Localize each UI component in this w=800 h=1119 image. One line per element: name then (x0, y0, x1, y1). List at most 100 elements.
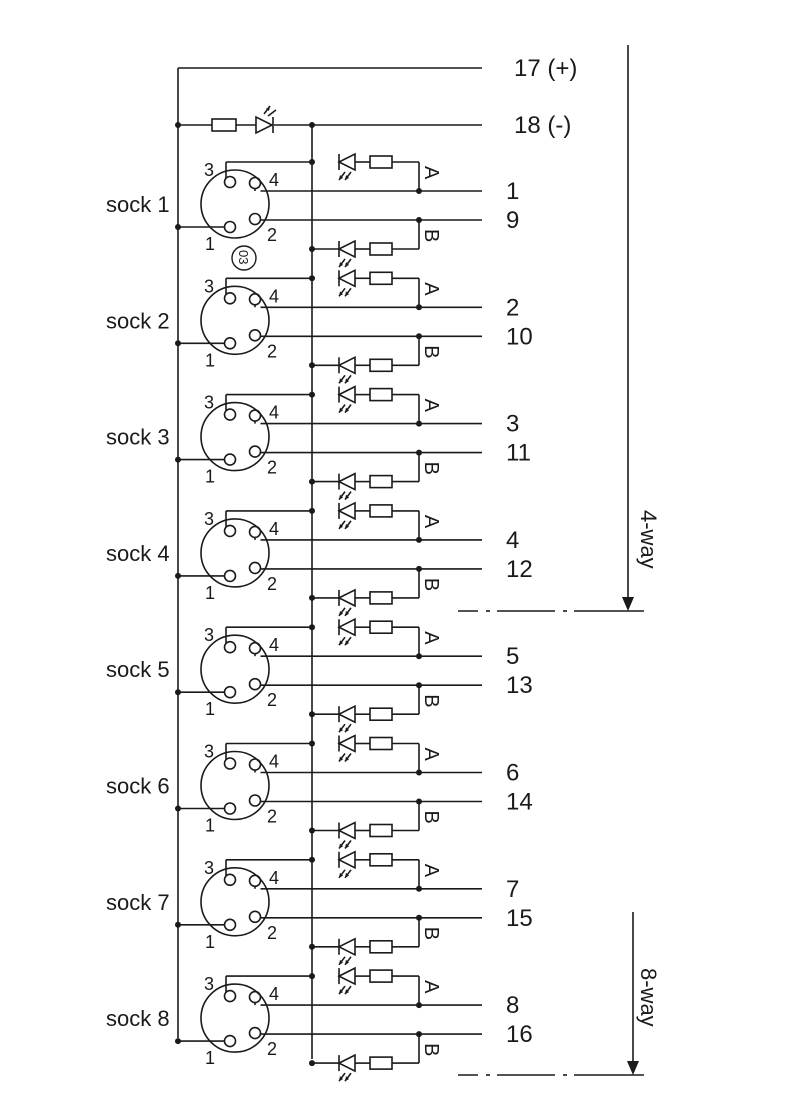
socket-4 (175, 501, 482, 617)
pin-2-label: 2 (267, 341, 277, 361)
channel-a-label: A (420, 864, 442, 878)
pin-4-icon (248, 176, 262, 190)
channel-a-label: A (420, 515, 442, 529)
junction-dot (175, 122, 181, 128)
junction-dot (309, 362, 315, 369)
connector-body-icon (200, 983, 270, 1053)
socket-label: sock 4 (106, 541, 170, 566)
pin-3-icon (223, 408, 237, 421)
junction-dot (309, 478, 315, 485)
socket-label: sock 8 (106, 1006, 170, 1031)
socket-5 (175, 617, 482, 733)
channel-a-label: A (420, 748, 442, 762)
terminal-a-label: 8 (506, 992, 519, 1019)
led-b-icon (337, 472, 356, 501)
pin-3-icon (223, 873, 237, 887)
terminal-b-label: 10 (506, 323, 533, 350)
pin-3-icon (223, 640, 237, 654)
socket-6 (175, 734, 482, 849)
led-b-icon (337, 356, 356, 384)
pin-4-label: 4 (269, 635, 279, 655)
led-b-icon (337, 937, 356, 966)
pin-1-icon (223, 918, 237, 932)
pin-4-icon (248, 990, 262, 1004)
eight-way-marker (458, 912, 644, 1076)
socket-3 (175, 385, 482, 501)
junction-dot (309, 827, 315, 834)
connector-body-icon (200, 169, 270, 239)
pin-2-icon (248, 1026, 262, 1040)
pin-3-label: 3 (204, 974, 214, 994)
junction-dot (175, 224, 181, 230)
pin-1-icon (223, 453, 237, 466)
pin-4-icon (248, 758, 262, 771)
junction-dot (309, 275, 315, 282)
eight-way-label: 8-way (636, 968, 661, 1027)
pin-4-icon (248, 641, 262, 655)
supply-led-icon (255, 105, 277, 135)
channel-a-label: A (420, 980, 442, 994)
terminal-b-label: 9 (506, 207, 519, 234)
junction-dot (309, 122, 315, 128)
terminal-a-label: 4 (506, 527, 519, 554)
terminal-b-label: 13 (506, 672, 533, 699)
pin-1-icon (223, 802, 237, 815)
socket-2 (175, 269, 482, 384)
pin-1-label: 1 (205, 932, 215, 952)
pin-1-label: 1 (205, 234, 215, 254)
pin-3-icon (223, 175, 237, 189)
terminal-a-label: 7 (506, 876, 519, 903)
socket-label: sock 5 (106, 657, 170, 682)
pin-1-icon (223, 336, 237, 350)
connector-body-icon (200, 866, 270, 937)
pin-4-icon (248, 874, 262, 888)
junction-dot (175, 921, 181, 928)
connector-code-label: 03 (236, 250, 251, 264)
pin-2-label: 2 (267, 807, 277, 827)
junction-dot (175, 805, 181, 812)
junction-dot (309, 973, 315, 980)
four-way-label: 4-way (636, 510, 661, 569)
terminal-a-label: 6 (506, 760, 519, 787)
junction-dot (175, 340, 181, 347)
four-way-marker (458, 45, 644, 612)
pin-2-icon (248, 561, 262, 575)
minus-terminal-label: 18 (-) (514, 112, 571, 139)
socket-label: sock 3 (106, 425, 170, 450)
led-a-icon (337, 850, 356, 879)
led-a-icon (337, 152, 356, 181)
channel-b-label: B (420, 694, 442, 707)
connector-body-icon (200, 401, 270, 472)
terminal-b-label: 16 (506, 1021, 533, 1048)
led-b-icon (337, 704, 356, 733)
pin-4-label: 4 (269, 170, 279, 190)
channel-a-label: A (420, 399, 442, 413)
pin-2-icon (248, 445, 262, 458)
connector-body-icon (200, 285, 270, 356)
pin-2-label: 2 (267, 458, 277, 478)
plus-terminal-label: 17 (+) (514, 55, 577, 82)
led-b-icon (337, 821, 356, 849)
terminal-a-label: 1 (506, 178, 519, 205)
pin-1-label: 1 (205, 816, 215, 836)
junction-dot (309, 1060, 315, 1067)
pin-1-label: 1 (205, 583, 215, 603)
junction-dot (309, 391, 315, 398)
pin-4-icon (248, 292, 262, 306)
channel-b-label: B (420, 1043, 442, 1056)
led-b-icon (337, 588, 356, 617)
channel-b-label: B (420, 345, 442, 358)
channel-b-label: B (420, 229, 442, 242)
channel-b-label: B (420, 578, 442, 591)
socket-label: sock 2 (106, 308, 170, 333)
pin-3-label: 3 (204, 160, 214, 180)
terminal-a-label: 2 (506, 294, 519, 321)
channel-a-label: A (420, 631, 442, 645)
led-b-icon (337, 1053, 356, 1082)
junction-dot (309, 246, 315, 252)
pin-4-label: 4 (269, 286, 279, 306)
pin-3-label: 3 (204, 742, 214, 762)
pin-2-icon (248, 910, 262, 924)
pin-3-icon (223, 757, 237, 770)
